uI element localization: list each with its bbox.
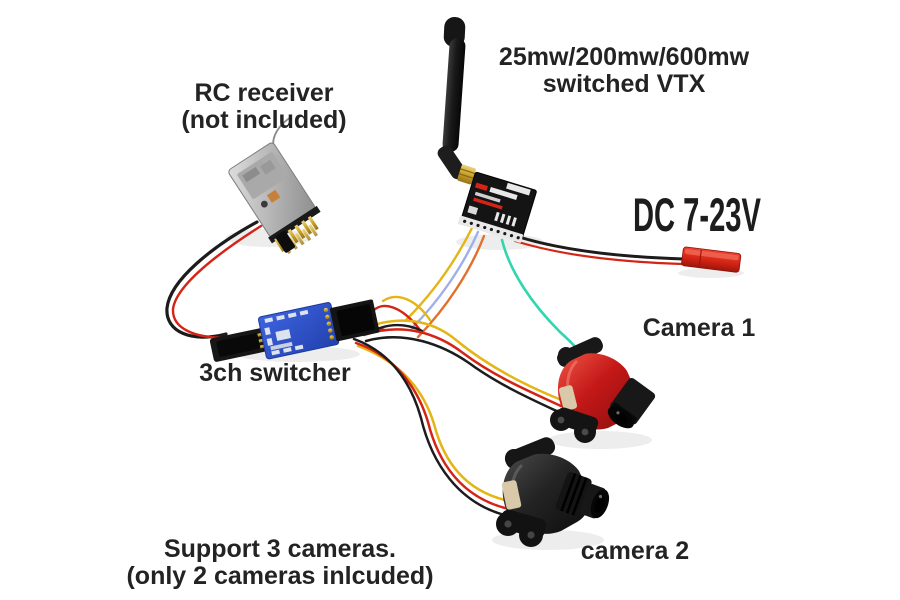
rc-receiver-label: RC receiver (not included)	[181, 80, 346, 133]
camera-2-bracket	[496, 509, 547, 547]
camera-2-lens	[555, 472, 610, 519]
camera2-label: camera 2	[580, 537, 690, 565]
camera-1-lens	[607, 378, 656, 429]
vtx-module-board	[457, 171, 537, 243]
vtx-to-switcher-wires	[404, 226, 486, 339]
sma-connector	[457, 164, 476, 185]
vtx-antenna	[437, 17, 476, 185]
rc-receiver-label-line1: RC receiver	[194, 79, 334, 107]
receiver-to-switcher-wire	[165, 220, 263, 340]
vtx-label-line1: 25mw/200mw/600mw	[498, 43, 750, 71]
support-label-line2: (only 2 cameras inlcuded)	[126, 561, 434, 590]
camera1-label: Camera 1	[642, 314, 756, 342]
vtx-to-jst-wire	[513, 234, 686, 266]
camera-2	[496, 437, 610, 547]
3ch-switcher-board	[209, 299, 380, 362]
support-label: Support 3 cameras. (only 2 cameras inlcu…	[126, 536, 433, 589]
vtx-label-line2: switched VTX	[542, 69, 706, 98]
switcher-to-camera1-wires	[360, 319, 565, 416]
vtx-label: 25mw/200mw/600mw switched VTX	[499, 44, 749, 97]
rc-receiver-module	[228, 142, 321, 255]
dc-power-label: DC 7-23V	[633, 188, 761, 241]
jst-power-connector	[681, 246, 742, 273]
vtx-to-camera1-wire	[500, 238, 586, 360]
switcher-to-camera2-wires	[352, 337, 515, 519]
switcher-label: 3ch switcher	[199, 359, 351, 387]
rc-receiver-label-line2: (not included)	[181, 105, 347, 134]
camera-1	[550, 337, 656, 443]
support-label-line1: Support 3 cameras.	[163, 535, 397, 563]
wire-tangle	[368, 295, 432, 333]
camera-1-bracket	[550, 407, 599, 443]
